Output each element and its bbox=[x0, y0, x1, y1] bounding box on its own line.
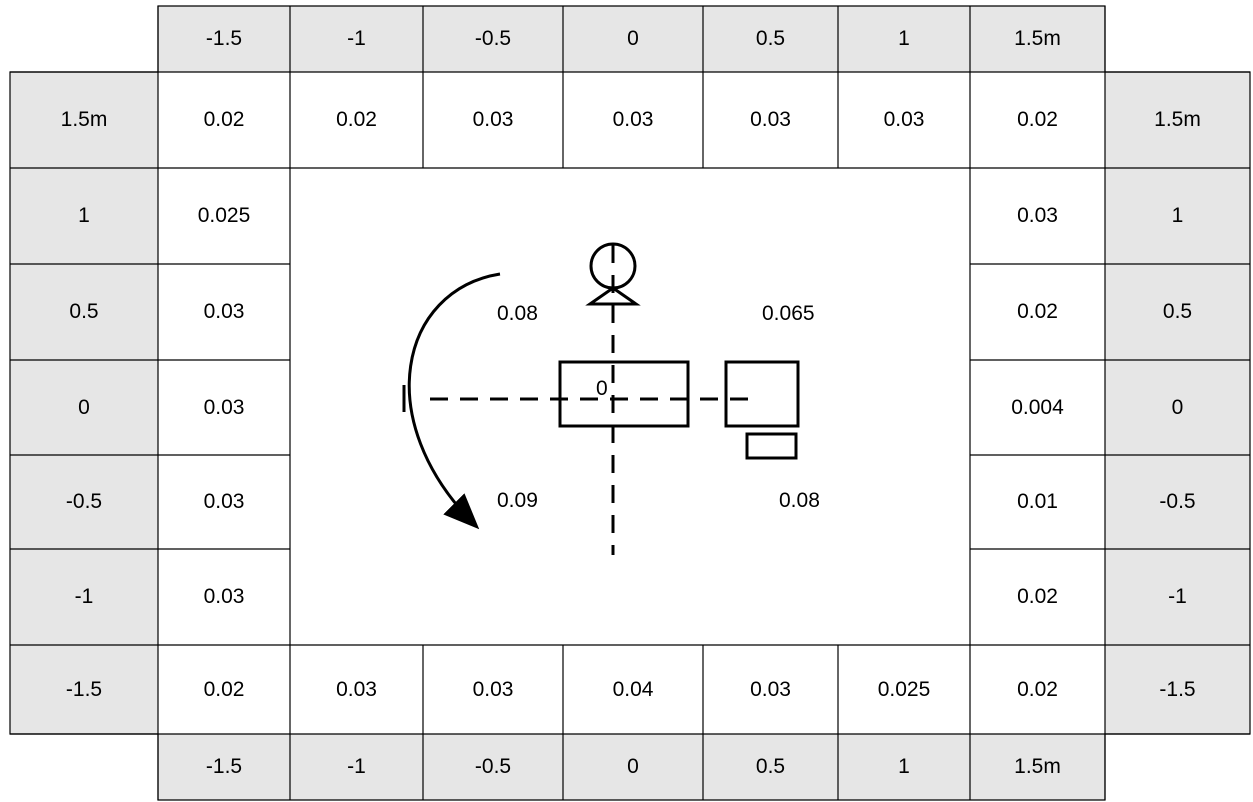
top-axis-label: 1.5m bbox=[970, 6, 1105, 72]
top-axis-label: -1 bbox=[290, 6, 423, 72]
table-rect bbox=[558, 360, 690, 428]
right-axis-label: -1 bbox=[1105, 549, 1250, 645]
right-axis-label: -1.5 bbox=[1105, 645, 1250, 734]
rotation-arrow bbox=[407, 272, 501, 530]
top-axis-label: 0.5 bbox=[703, 6, 838, 72]
bottom-row-value: 0.03 bbox=[290, 645, 423, 734]
top-row-value: 0.03 bbox=[563, 72, 703, 168]
top-axis-label: 1 bbox=[838, 6, 970, 72]
inner-value-lower-left: 0.09 bbox=[497, 489, 538, 512]
left-axis-label: -1.5 bbox=[10, 645, 158, 734]
monitor-rect bbox=[724, 360, 800, 428]
bottom-row-value: 0.03 bbox=[423, 645, 563, 734]
top-row-value: 0.02 bbox=[290, 72, 423, 168]
right-col-value: 0.02 bbox=[970, 264, 1105, 360]
top-axis-label: -1.5 bbox=[158, 6, 290, 72]
top-row-value: 0.02 bbox=[970, 72, 1105, 168]
right-col-value: 0.004 bbox=[970, 360, 1105, 455]
bottom-row-value: 0.02 bbox=[158, 645, 290, 734]
left-col-value: 0.03 bbox=[158, 360, 290, 455]
left-axis-label: 1.5m bbox=[10, 72, 158, 168]
left-col-value: 0.03 bbox=[158, 264, 290, 360]
table-label: 0 bbox=[596, 377, 608, 400]
bottom-axis-label: 1.5m bbox=[970, 734, 1105, 800]
left-axis-label: 0 bbox=[10, 360, 158, 455]
top-row-value: 0.03 bbox=[423, 72, 563, 168]
left-col-value: 0.03 bbox=[158, 549, 290, 645]
left-axis-label: 1 bbox=[10, 168, 158, 264]
person-icon bbox=[585, 242, 641, 306]
bottom-row-value: 0.03 bbox=[703, 645, 838, 734]
bottom-axis-label: -0.5 bbox=[423, 734, 563, 800]
top-row-value: 0.03 bbox=[838, 72, 970, 168]
bottom-axis-label: -1 bbox=[290, 734, 423, 800]
top-axis-label: -0.5 bbox=[423, 6, 563, 72]
right-axis-label: 1 bbox=[1105, 168, 1250, 264]
inner-value-lower-right: 0.08 bbox=[779, 489, 820, 512]
bottom-row-value: 0.025 bbox=[838, 645, 970, 734]
keyboard-rect bbox=[745, 432, 798, 460]
bottom-axis-label: -1.5 bbox=[158, 734, 290, 800]
left-col-value: 0.03 bbox=[158, 455, 290, 549]
bottom-row-value: 0.04 bbox=[563, 645, 703, 734]
right-col-value: 0.01 bbox=[970, 455, 1105, 549]
bottom-axis-label: 1 bbox=[838, 734, 970, 800]
top-axis-label: 0 bbox=[563, 6, 703, 72]
right-axis-label: 1.5m bbox=[1105, 72, 1250, 168]
inner-value-upper-right: 0.065 bbox=[762, 302, 815, 325]
left-col-value: 0.025 bbox=[158, 168, 290, 264]
right-axis-label: 0.5 bbox=[1105, 264, 1250, 360]
left-axis-label: -1 bbox=[10, 549, 158, 645]
right-col-value: 0.02 bbox=[970, 549, 1105, 645]
top-row-value: 0.02 bbox=[158, 72, 290, 168]
inner-value-upper-left: 0.08 bbox=[497, 302, 538, 325]
right-col-value: 0.03 bbox=[970, 168, 1105, 264]
bottom-axis-label: 0.5 bbox=[703, 734, 838, 800]
top-row-value: 0.03 bbox=[703, 72, 838, 168]
left-axis-label: -0.5 bbox=[10, 455, 158, 549]
right-axis-label: -0.5 bbox=[1105, 455, 1250, 549]
left-axis-label: 0.5 bbox=[10, 264, 158, 360]
bottom-row-value: 0.02 bbox=[970, 645, 1105, 734]
right-axis-label: 0 bbox=[1105, 360, 1250, 455]
bottom-axis-label: 0 bbox=[563, 734, 703, 800]
